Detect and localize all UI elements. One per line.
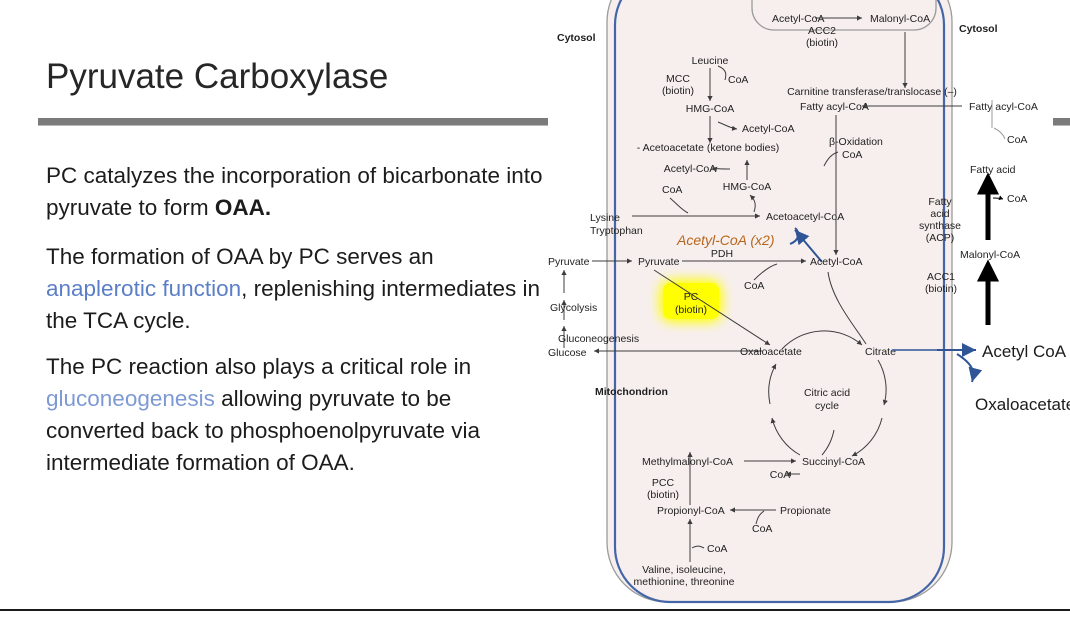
mcc-enzyme-label: MCC <box>666 73 690 85</box>
coa-fatty-acid-label: CoA <box>1007 134 1027 146</box>
tryptophan-label: Tryptophan <box>590 225 643 237</box>
acetyl-coa-annotation: Acetyl CoA <box>982 342 1067 361</box>
beta-oxidation-label: β-Oxidation <box>829 136 883 148</box>
paragraph-2-text-b: , replenishing intermediates in the TCA … <box>46 275 541 333</box>
acc1-biotin-label: (biotin) <box>925 283 957 295</box>
fatty-acid-synthase-4: (ACP) <box>926 232 955 244</box>
acc1-enzyme-label: ACC1 <box>927 271 955 283</box>
coa-lysine-label: CoA <box>662 184 682 196</box>
coa-fas-label: CoA <box>1007 193 1027 205</box>
citric-acid-cycle-label-1: Citric acid <box>804 387 850 399</box>
acetyl-coa-center-label: Acetyl-CoA <box>810 256 863 268</box>
title-underline-rule-right <box>1053 118 1070 126</box>
paragraph-1-bold: OAA. <box>214 194 272 220</box>
slide-bottom-rule <box>0 609 1070 611</box>
slide-body: PC catalyzes the incorporation of bicarb… <box>46 160 546 492</box>
coa-leucine-label: CoA <box>728 74 748 86</box>
acc2-biotin-label: (biotin) <box>806 37 838 49</box>
pcc-biotin-label: (biotin) <box>647 489 679 501</box>
propionyl-coa-label: Propionyl-CoA <box>657 505 725 517</box>
mitochondrion-label: Mitochondrion <box>595 386 668 398</box>
oxaloacetate-annotation: Oxaloacetate <box>975 395 1070 414</box>
coa-valine-label: CoA <box>707 543 727 555</box>
valine-line-2: methionine, threonine <box>634 576 735 588</box>
pcc-enzyme-label: PCC <box>652 477 675 489</box>
coa-beta-oxidation-label: CoA <box>842 149 862 161</box>
metabolism-pathway-diagram: Outer mitochondrial membrane Cytosol Cyt… <box>532 0 1070 607</box>
acetoacetate-label: - Acetoacetate (ketone bodies) <box>637 142 779 154</box>
glucose-label: Glucose <box>548 347 587 359</box>
fatty-acid-label: Fatty acid <box>970 164 1016 176</box>
cytosol-right-label: Cytosol <box>959 23 998 35</box>
oxaloacetate-label: Oxaloacetate <box>740 346 802 358</box>
malonyl-coa-cytosol-label: Malonyl-CoA <box>960 249 1020 261</box>
paragraph-1: PC catalyzes the incorporation of bicarb… <box>46 160 546 224</box>
pc-enzyme-label: PC <box>684 291 699 303</box>
paragraph-2-text-a: The formation of OAA by PC serves an <box>46 243 434 269</box>
fatty-acid-synthase-2: acid <box>930 208 949 220</box>
succinyl-coa-label: Succinyl-CoA <box>802 456 865 468</box>
pc-highlight <box>663 283 719 319</box>
pdh-enzyme-label: PDH <box>711 248 733 260</box>
paragraph-1-text: PC catalyzes the incorporation of bicarb… <box>46 163 543 220</box>
hmg-coa-mid-label: HMG-CoA <box>723 181 771 193</box>
fatty-acid-synthase-1: Fatty <box>928 196 952 208</box>
paragraph-3-text-b: allowing pyruvate to be converted back t… <box>46 385 481 475</box>
gluconeogenesis-label: Gluconeogenesis <box>558 333 639 345</box>
fatty-acyl-coa-mito-label: Fatty acyl-CoA <box>800 101 869 113</box>
malonyl-coa-acc2-label: Malonyl-CoA <box>870 13 930 25</box>
lysine-label: Lysine <box>590 212 620 224</box>
citrate-label: Citrate <box>865 346 896 358</box>
citric-acid-cycle-label-2: cycle <box>815 400 839 412</box>
paragraph-2: The formation of OAA by PC serves an ana… <box>46 241 546 337</box>
carnitine-transferase-label: Carnitine transferase/translocase (–) <box>787 86 957 98</box>
mcc-biotin-label: (biotin) <box>662 85 694 97</box>
fatty-acyl-coa-cytosol-label: Fatty acyl-CoA <box>969 101 1038 113</box>
citric-acid-cycle-ring <box>768 330 888 457</box>
outer-mitochondrial-membrane-label: Outer mitochondrial membrane <box>787 0 944 2</box>
propionate-label: Propionate <box>780 505 831 517</box>
page-title: Pyruvate Carboxylase <box>46 57 389 96</box>
glycolysis-label: Glycolysis <box>550 302 597 314</box>
coa-propionate-label: CoA <box>752 523 772 535</box>
coa-succinyl-label: CoA <box>770 469 790 481</box>
paragraph-3-text-a: The PC reaction also plays a critical ro… <box>46 353 472 379</box>
paragraph-2-accent: anaplerotic function <box>46 275 242 301</box>
fatty-acid-synthesis-arrows <box>976 172 1000 325</box>
slide-text-column: Pyruvate Carboxylase PC catalyzes the in… <box>38 57 548 492</box>
acetyl-coa-acc2-label: Acetyl-CoA <box>772 13 825 25</box>
fatty-acid-synthase-3: synthase <box>919 220 961 232</box>
cytosol-left-label: Cytosol <box>557 32 596 44</box>
title-underline-rule <box>38 118 548 126</box>
acetyl-coa-hmg-label: Acetyl-CoA <box>742 123 795 135</box>
pc-biotin-label: (biotin) <box>675 304 707 316</box>
acc2-reaction-box <box>751 0 937 31</box>
leucine-label: Leucine <box>692 55 729 67</box>
pyruvate-cytosol-label: Pyruvate <box>548 256 590 268</box>
acetyl-coa-mid-label: Acetyl-CoA <box>664 163 717 175</box>
acetyl-coa-x2-annotation: Acetyl-CoA (x2) <box>676 232 775 248</box>
pyruvate-mitochondrion-label: Pyruvate <box>638 256 680 268</box>
coa-pdh-label: CoA <box>744 280 764 292</box>
hmg-coa-top-label: HMG-CoA <box>686 103 734 115</box>
paragraph-3-accent: gluconeogenesis <box>46 385 215 411</box>
valine-line-1: Valine, isoleucine, <box>642 564 726 576</box>
mitochondrion-inner-membrane <box>613 0 946 604</box>
methylmalonyl-coa-label: Methylmalonyl-CoA <box>642 456 733 468</box>
acc2-enzyme-label: ACC2 <box>808 25 836 37</box>
paragraph-3: The PC reaction also plays a critical ro… <box>46 351 546 479</box>
acetoacetyl-coa-label: Acetoacetyl-CoA <box>766 211 844 223</box>
